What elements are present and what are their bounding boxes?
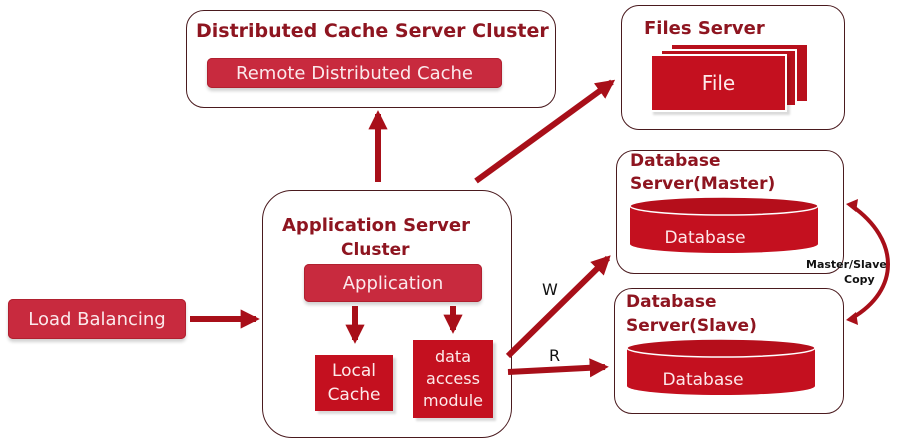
- dam-line1: data: [434, 347, 472, 366]
- arrow-write-to-master: [505, 255, 611, 359]
- arrow-read-from-slave: [507, 358, 609, 378]
- file-node[interactable]: File: [650, 54, 787, 112]
- load-balancing-node[interactable]: Load Balancing: [8, 299, 186, 339]
- replication-arrowhead-top: [846, 199, 858, 212]
- read-edge-label: R: [549, 346, 561, 365]
- dam-line3: module: [423, 391, 483, 410]
- write-edge-label: W: [542, 280, 558, 299]
- replication-label-line2: Copy: [844, 273, 875, 286]
- distributed-cache-cluster-title: Distributed Cache Server Cluster: [196, 20, 549, 42]
- dam-line2: access: [426, 369, 480, 388]
- replication-arrowhead-bottom: [846, 312, 858, 325]
- app-server-title-line2: Cluster: [341, 240, 410, 260]
- local-cache-node[interactable]: Local Cache: [315, 355, 393, 411]
- db-master-title-line2: Server(Master): [630, 174, 776, 194]
- db-slave-title-line2: Server(Slave): [626, 316, 757, 336]
- app-server-title-line1: Application Server: [282, 215, 470, 236]
- files-server-title: Files Server: [644, 18, 765, 39]
- remote-distributed-cache-node[interactable]: Remote Distributed Cache: [207, 58, 502, 88]
- local-cache-line2: Cache: [327, 385, 381, 405]
- db-slave-title-line1: Database: [626, 292, 717, 312]
- data-access-module-node[interactable]: data access module: [413, 340, 493, 418]
- replication-label-line1: Master/Slave: [806, 258, 887, 271]
- local-cache-line1: Local: [331, 361, 377, 381]
- application-node[interactable]: Application: [304, 264, 482, 302]
- db-master-title-line1: Database: [630, 151, 721, 171]
